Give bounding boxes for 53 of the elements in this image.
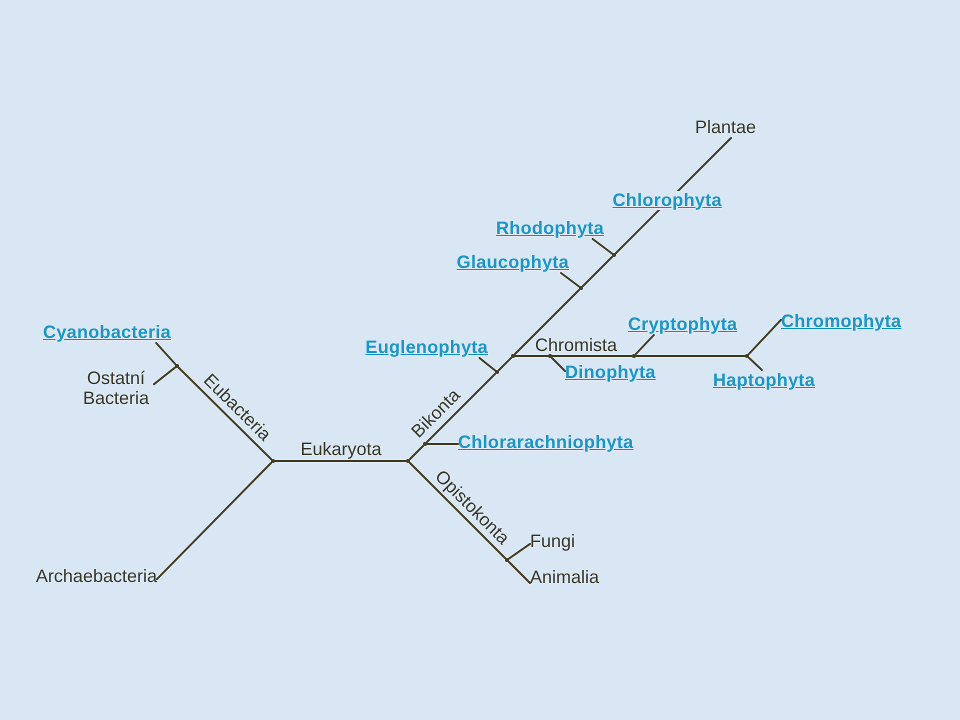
taxon-link: Haptophyta [713,370,815,391]
taxon-link: Chlorarachniophyta [458,432,634,453]
branch-point [423,442,427,446]
branch-line [560,272,580,288]
branch-line [498,357,512,371]
branch-point [511,354,515,358]
branch-point [612,253,616,257]
branch-point [505,558,509,562]
branch-line [551,357,566,372]
taxon-link: Euglenophyta [365,337,488,358]
clade-label: Eukaryota [300,440,383,458]
branch-line [178,366,272,460]
branch-line [551,355,633,357]
branch-point [495,370,499,374]
taxon-link: Chromophyta [781,311,902,332]
taxon-label: Archaebacteria [36,566,157,587]
branch-line [478,357,496,372]
branch-line [274,460,407,462]
taxon-link: Dinophyta [565,362,656,383]
branch-line [514,289,580,355]
branch-line [582,256,613,287]
taxon-link: Chlorophyta [612,190,723,210]
branch-line [514,355,549,357]
branch-point [745,354,749,358]
branch-point [406,459,410,463]
branch-line [155,342,176,365]
branch-line [409,445,424,460]
branch-point [175,364,179,368]
taxon-label: Ostatní Bacteria [78,368,154,408]
taxon-label: Plantae [695,117,756,138]
branch-line [508,542,531,560]
taxon-label: Fungi [530,531,576,552]
branch-line [153,366,176,386]
branch-line [748,356,763,371]
branch-line [748,318,782,355]
taxon-link: Glaucophyta [456,252,569,273]
branch-line [156,462,272,580]
branch-point [271,459,275,463]
taxon-label: Animalia [530,567,600,588]
branch-line [426,443,459,445]
branch-line [634,334,655,355]
branch-point [632,354,636,358]
branch-line [409,462,506,559]
branch-point [548,354,552,358]
branch-line [635,355,746,357]
taxon-link: Cyanobacteria [43,322,171,343]
clade-label: Chromista [534,336,618,354]
branch-line [592,238,613,254]
branch-point [579,286,583,290]
taxon-link: Rhodophyta [496,218,604,239]
taxon-link: Cryptophyta [628,314,738,335]
branch-line [508,561,531,584]
branch-line [426,373,496,443]
